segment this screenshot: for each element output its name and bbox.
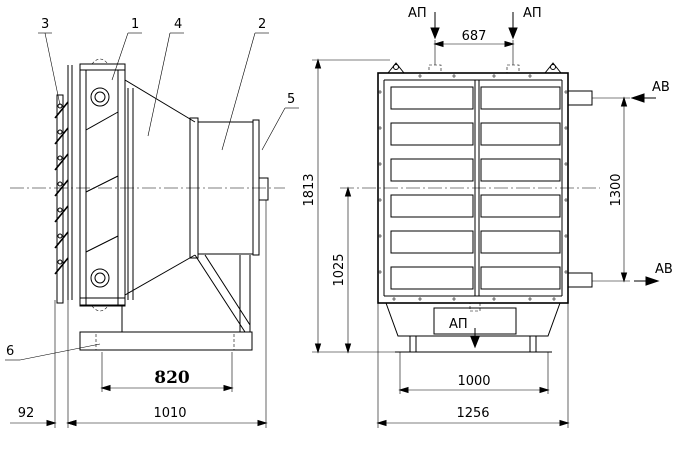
front-view: 687 АП АП АП АВ АВ 1300 1813 xyxy=(302,6,673,428)
callout-6: 6 xyxy=(6,344,14,359)
heat-exchanger-section xyxy=(79,58,126,312)
outlet-nozzle xyxy=(567,272,593,288)
callout-2: 2 xyxy=(258,17,266,32)
dim-1010: 1010 xyxy=(153,406,186,421)
bolt-marks xyxy=(378,74,568,301)
callout-4: 4 xyxy=(174,17,182,32)
dim-1000: 1000 xyxy=(457,374,490,389)
label-av-top: АВ xyxy=(652,80,670,95)
callout-5: 5 xyxy=(287,92,295,107)
dim-687: 687 xyxy=(462,29,487,44)
exchanger-panels xyxy=(390,86,561,290)
label-ap-left: АП xyxy=(408,6,427,21)
dim-820: 820 xyxy=(154,368,190,388)
dim-92: 92 xyxy=(18,406,35,421)
dim-1813: 1813 xyxy=(302,173,317,206)
label-ap-bottom: АП xyxy=(449,317,468,332)
dim-1300: 1300 xyxy=(609,173,624,206)
side-view: 820 1010 92 3 1 4 2 5 xyxy=(5,17,299,428)
callout-1: 1 xyxy=(131,17,139,32)
transition-cone xyxy=(124,79,196,300)
label-av-bottom: АВ xyxy=(655,262,673,277)
base-frame xyxy=(79,331,253,351)
dim-1025: 1025 xyxy=(332,253,347,286)
dim-1256: 1256 xyxy=(456,406,489,421)
support-struts xyxy=(121,254,251,333)
callouts: 3 1 4 2 5 6 xyxy=(5,17,299,361)
louvre-panel xyxy=(54,65,73,304)
inlet-nozzle xyxy=(567,90,593,106)
fan-housing xyxy=(189,117,269,259)
label-ap-right: АП xyxy=(523,6,542,21)
callout-3: 3 xyxy=(41,17,49,32)
front-base xyxy=(385,302,561,353)
